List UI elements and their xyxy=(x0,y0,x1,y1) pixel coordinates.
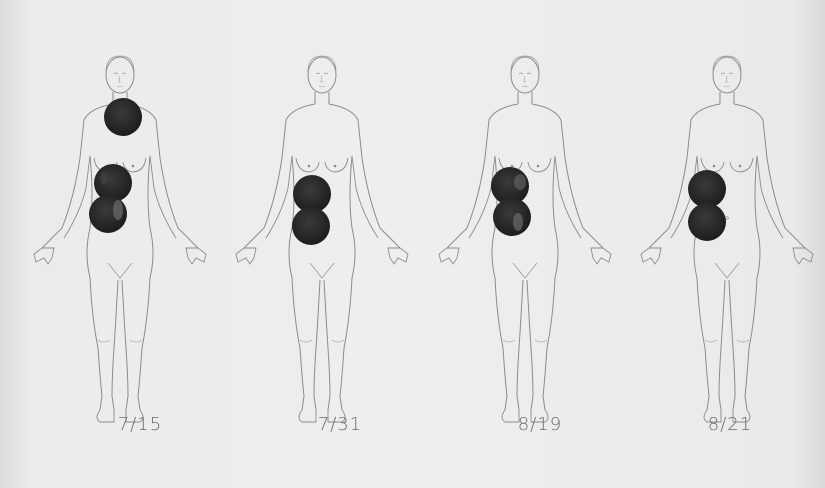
date-label-panel-3: 8/19 xyxy=(480,414,600,435)
date-label-panel-4: 8/21 xyxy=(670,414,790,435)
lesion-spot-panel-3-abdomen xyxy=(493,198,531,236)
body-figure-panel-3 xyxy=(439,56,611,422)
date-label-panel-2: 7/31 xyxy=(280,414,400,435)
lesion-spot-panel-2-abdomen xyxy=(292,207,330,245)
lesion-spot-panel-1-neck xyxy=(104,98,142,136)
date-label-panel-1: 7/15 xyxy=(80,414,200,435)
body-figure-panel-4 xyxy=(641,56,813,422)
lesion-spot-panel-4-abdomen xyxy=(688,203,726,241)
lesion-spot-panel-4-chest xyxy=(688,170,726,208)
